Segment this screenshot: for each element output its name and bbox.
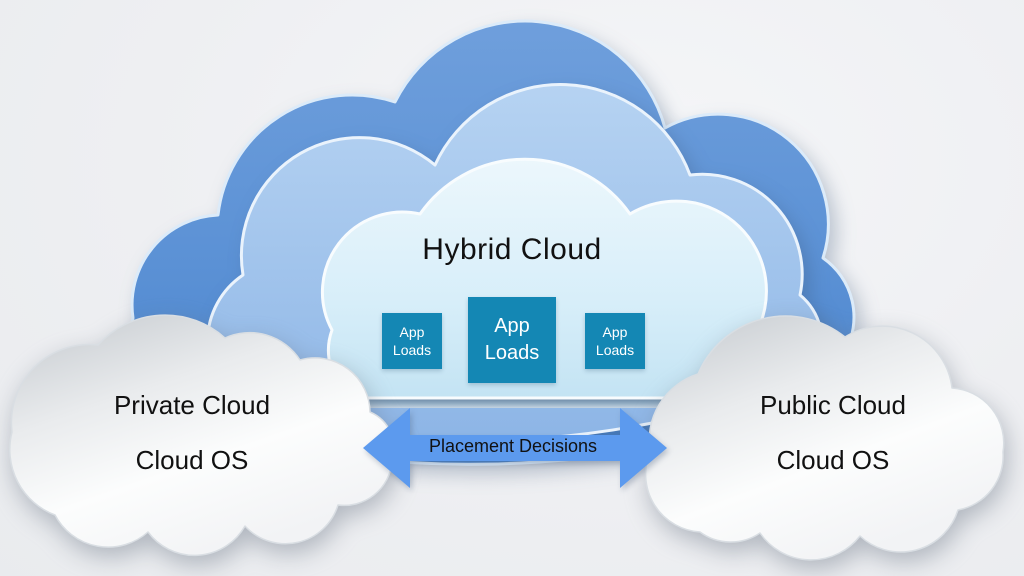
app-loads-box-center: App Loads [468, 297, 556, 383]
private-cloud-title: Private Cloud [113, 390, 271, 420]
app-loads-label: App Loads [595, 323, 635, 358]
public-cloud-subtitle: Cloud OS [776, 445, 890, 475]
public-cloud-title: Public Cloud [760, 390, 906, 420]
app-loads-box-left: App Loads [382, 313, 442, 369]
app-loads-box-right: App Loads [585, 313, 645, 369]
public-cloud-shape [644, 315, 1005, 561]
hybrid-cloud-title: Hybrid Cloud [422, 233, 602, 266]
private-cloud-shape [9, 314, 395, 557]
double-arrow-icon [363, 408, 667, 488]
app-loads-label: App Loads [392, 323, 432, 358]
placement-decisions-label: Placement Decisions [428, 436, 598, 456]
app-loads-label: App Loads [484, 315, 540, 364]
private-cloud-subtitle: Cloud OS [135, 445, 249, 475]
